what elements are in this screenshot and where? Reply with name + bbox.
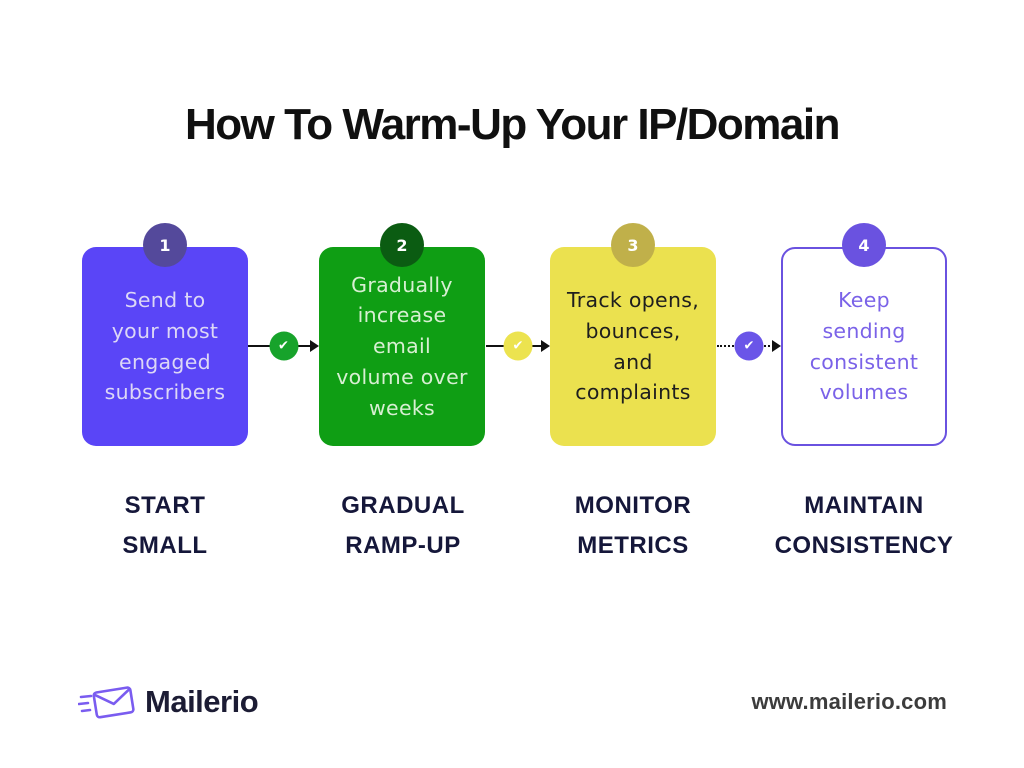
envelope-icon — [78, 686, 135, 719]
step-box: Gradually increase email volume over wee… — [319, 247, 485, 446]
brand-logo: Mailerio — [78, 680, 259, 724]
connector-arrow-2: ✔ — [486, 331, 550, 361]
check-icon: ✔ — [269, 331, 298, 361]
step-description: Keep sending consistent volumes — [809, 288, 919, 405]
step-description: Track opens, bounces, and complaints — [566, 288, 700, 405]
step-description: Gradually increase email volume over wee… — [336, 272, 468, 420]
check-icon: ✔ — [503, 331, 533, 361]
step-card-start-small: 1 Send to your most engaged subscribers — [82, 223, 248, 446]
connector-arrow-1: ✔ — [248, 331, 319, 361]
step-label-monitor-metrics: MONITOR METRICS — [574, 492, 692, 559]
step-box: Keep sending consistent volumes — [781, 247, 947, 446]
step-number-badge: 4 — [842, 223, 886, 267]
arrowhead-icon — [772, 340, 781, 352]
website-url: www.mailerio.com — [751, 689, 947, 714]
arrowhead-icon — [310, 340, 319, 352]
brand-name: Mailerio — [145, 684, 259, 719]
page-title: How To Warm-Up Your IP/Domain — [185, 100, 841, 149]
step-number-badge: 2 — [380, 223, 424, 267]
step-number-badge: 1 — [143, 223, 187, 267]
step-label-maintain-consistency: MAINTAIN CONSISTENCY — [774, 492, 954, 559]
step-card-gradual-ramp-up: 2 Gradually increase email volume over w… — [319, 223, 485, 446]
step-description: Send to your most engaged subscribers — [104, 288, 226, 405]
connector-arrow-3: ✔ — [717, 331, 781, 361]
check-icon: ✔ — [734, 331, 764, 361]
step-label-start-small: START SMALL — [122, 492, 208, 559]
arrowhead-icon — [541, 340, 550, 352]
step-card-maintain-consistency: 4 Keep sending consistent volumes — [781, 223, 947, 446]
step-label-gradual-ramp-up: GRADUAL RAMP-UP — [341, 492, 465, 559]
step-box: Track opens, bounces, and complaints — [550, 247, 716, 446]
step-box: Send to your most engaged subscribers — [82, 247, 248, 446]
step-number-badge: 3 — [611, 223, 655, 267]
step-card-monitor-metrics: 3 Track opens, bounces, and complaints — [550, 223, 716, 446]
